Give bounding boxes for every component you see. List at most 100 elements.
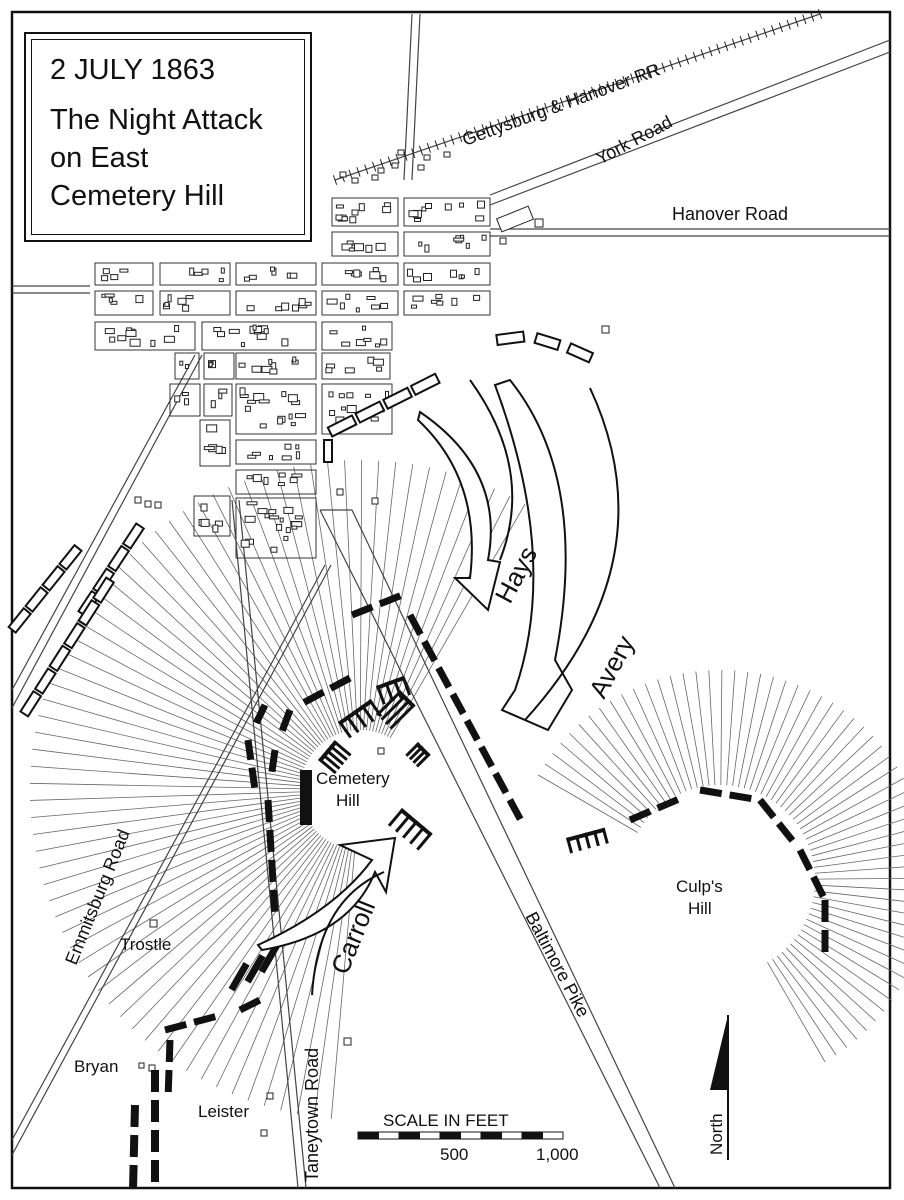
culps-hachure [743,676,774,789]
town-block [235,497,317,559]
building [436,300,444,306]
building [193,271,203,276]
building [252,324,257,331]
town-block [94,290,154,316]
railroad-tie [794,17,799,27]
culps-hachure [695,671,710,786]
cemetery-hachure [85,605,311,757]
railroad-tie [637,70,643,81]
cemetery-hachure [49,809,304,902]
building [150,339,156,347]
railroad-tie [481,124,486,135]
building [214,520,223,527]
building [174,325,180,332]
building [371,497,379,505]
culps-hill-label-2: Hill [688,899,712,918]
building [362,325,366,331]
culps-hachure [810,907,904,938]
artillery-tooth [405,742,421,757]
railroad-tie [567,94,572,105]
building [288,413,293,420]
confederate-line [354,400,386,424]
building [372,267,379,273]
building [601,325,610,334]
cemetery-hill-label-2: Hill [336,791,360,810]
culps-hachure [609,700,671,800]
building [348,247,355,252]
building [375,242,386,251]
building [184,398,189,406]
culps-hachure [708,670,716,786]
town-block [201,321,317,351]
building [411,304,417,309]
confederate-line [121,522,146,550]
railroad-tie [544,102,549,113]
building [451,297,458,306]
cemetery-hachure [60,650,306,766]
building [163,335,175,343]
bryan-building [138,1062,145,1069]
union-line [506,798,524,821]
building [246,501,258,506]
building [435,293,443,299]
artillery-tooth [566,837,574,854]
culps-hachure [560,742,649,819]
artillery-tooth [360,704,375,723]
scale-segment [398,1131,420,1140]
railroad-tie [778,22,783,33]
building [418,241,423,247]
york-road-line [489,39,891,196]
building [269,455,273,461]
building [292,304,299,312]
culps-hachure [805,792,904,840]
emmitsburg-road-line-2 [11,354,203,709]
leister-building [266,1092,274,1100]
railroad-tie [700,49,705,60]
railroad-tie [606,81,611,92]
culps-hachure [720,670,723,786]
culps-hachure [767,962,826,1063]
cemetery-hachure [47,682,304,771]
building [238,362,246,368]
union-regiment [258,944,280,974]
building [276,523,283,531]
railroad-tie [395,153,400,164]
building [358,203,365,212]
building [295,444,300,450]
culps-hachure [808,805,904,845]
north-road-line-2 [411,13,421,181]
artillery-tooth [329,744,348,761]
building [286,272,291,279]
trostle-building [149,919,158,928]
building [365,244,373,253]
scale-segment [480,1131,502,1140]
cemetery-hill-hachures [30,460,526,1119]
railroad-tie [692,51,697,62]
building [380,275,387,283]
town-block [235,383,317,435]
building [119,268,129,273]
cemetery-hachure [108,828,315,1005]
railroad-tie [677,57,682,68]
scale-bar: SCALE IN FEET 500 1,000 [357,1111,579,1164]
culps-hachure [803,924,904,979]
building [184,364,189,369]
town-block [94,321,196,351]
cemetery-hachure [132,833,319,1030]
building [212,524,219,533]
building [218,388,228,394]
railroad-tie [434,140,439,151]
culps-hachure [578,724,657,810]
baltimore-pike-line [319,509,661,1189]
york-road-line-2 [489,51,891,206]
building [377,747,385,755]
building [277,482,285,487]
building [329,330,338,335]
cemetery-hachure [141,541,321,746]
building [257,508,268,515]
building [264,513,270,519]
building [344,270,353,275]
artillery-tooth [338,720,352,739]
trostle-label: Trostle [120,935,171,954]
building [108,297,113,303]
